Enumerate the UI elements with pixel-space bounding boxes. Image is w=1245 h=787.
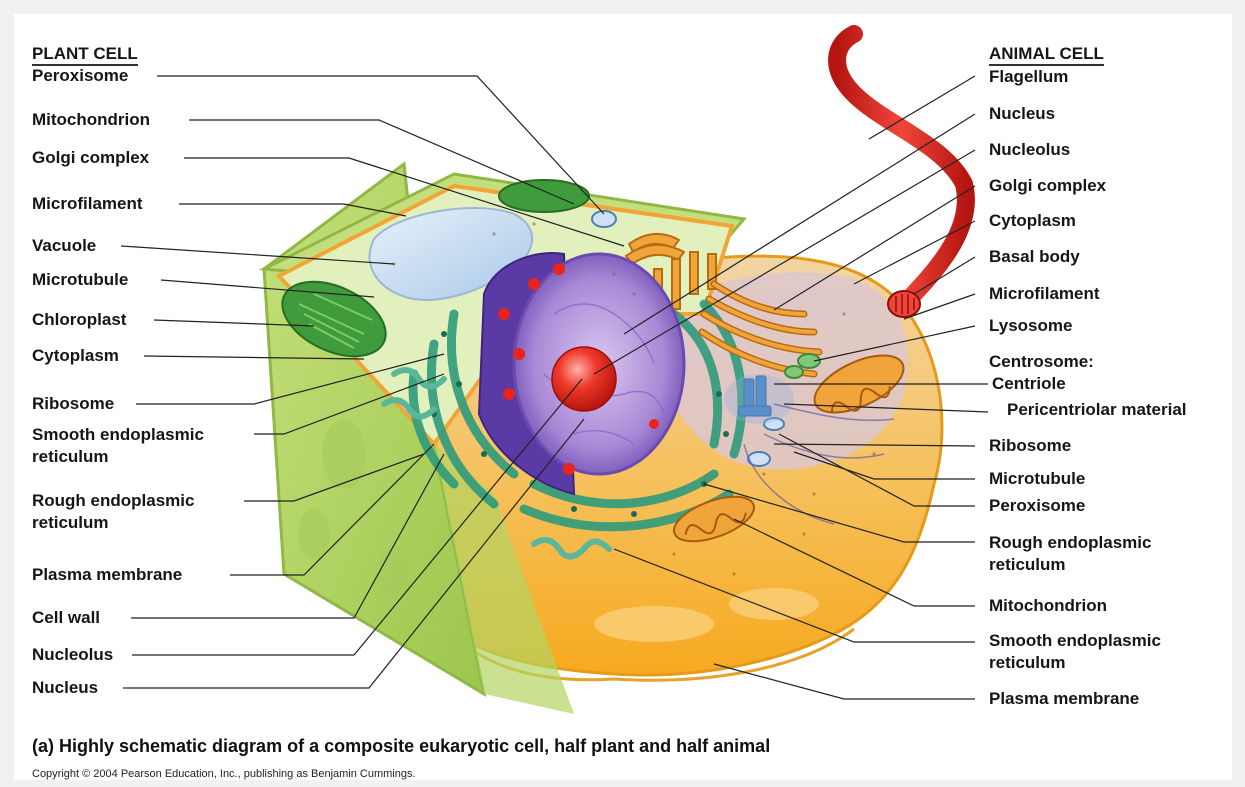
label-plant-microfilament: Microfilament xyxy=(32,194,143,214)
label-plant-plasma-membrane: Plasma membrane xyxy=(32,565,182,585)
label-plant-rough-er: Rough endoplasmic reticulum xyxy=(32,490,252,534)
label-plant-mitochondrion: Mitochondrion xyxy=(32,110,150,130)
label-plant-peroxisome: Peroxisome xyxy=(32,66,128,86)
label-plant-nucleolus: Nucleolus xyxy=(32,645,113,665)
label-plant-microtubule: Microtubule xyxy=(32,270,128,290)
label-animal-plasma-membrane: Plasma membrane xyxy=(989,689,1139,709)
label-animal-ribosome: Ribosome xyxy=(989,436,1071,456)
copyright-notice: Copyright © 2004 Pearson Education, Inc.… xyxy=(32,768,416,780)
label-animal-centriole: Centriole xyxy=(992,374,1066,394)
label-animal-peroxisome: Peroxisome xyxy=(989,496,1085,516)
basal-body-shape xyxy=(888,291,920,317)
label-plant-smooth-er: Smooth endoplasmic reticulum xyxy=(32,424,267,468)
label-plant-chloroplast: Chloroplast xyxy=(32,310,126,330)
label-animal-pericentriolar-material: Pericentriolar material xyxy=(1007,400,1187,420)
figure-caption: (a) Highly schematic diagram of a compos… xyxy=(32,736,770,757)
label-animal-centrosome: Centrosome: xyxy=(989,352,1094,372)
label-plant-nucleus: Nucleus xyxy=(32,678,98,698)
flagellum-shape xyxy=(837,34,966,304)
label-animal-flagellum: Flagellum xyxy=(989,67,1068,87)
label-animal-mitochondrion: Mitochondrion xyxy=(989,596,1107,616)
figure-frame: PLANT CELL ANIMAL CELL Peroxisome Mitoch… xyxy=(14,14,1232,780)
label-animal-microtubule: Microtubule xyxy=(989,469,1085,489)
label-animal-smooth-er: Smooth endoplasmic reticulum xyxy=(989,630,1224,674)
animal-cell-heading: ANIMAL CELL xyxy=(989,44,1104,66)
label-plant-ribosome: Ribosome xyxy=(32,394,114,414)
label-animal-golgi-complex: Golgi complex xyxy=(989,176,1106,196)
label-plant-cell-wall: Cell wall xyxy=(32,608,100,628)
label-animal-microfilament: Microfilament xyxy=(989,284,1100,304)
label-animal-rough-er: Rough endoplasmic reticulum xyxy=(989,532,1209,576)
nucleolus-shape xyxy=(552,347,616,411)
label-animal-nucleus: Nucleus xyxy=(989,104,1055,124)
label-animal-lysosome: Lysosome xyxy=(989,316,1072,336)
label-animal-basal-body: Basal body xyxy=(989,247,1080,267)
label-animal-cytoplasm: Cytoplasm xyxy=(989,211,1076,231)
label-animal-nucleolus: Nucleolus xyxy=(989,140,1070,160)
label-plant-cytoplasm: Cytoplasm xyxy=(32,346,119,366)
plant-cell-heading: PLANT CELL xyxy=(32,44,138,66)
label-plant-vacuole: Vacuole xyxy=(32,236,96,256)
label-plant-golgi-complex: Golgi complex xyxy=(32,148,149,168)
